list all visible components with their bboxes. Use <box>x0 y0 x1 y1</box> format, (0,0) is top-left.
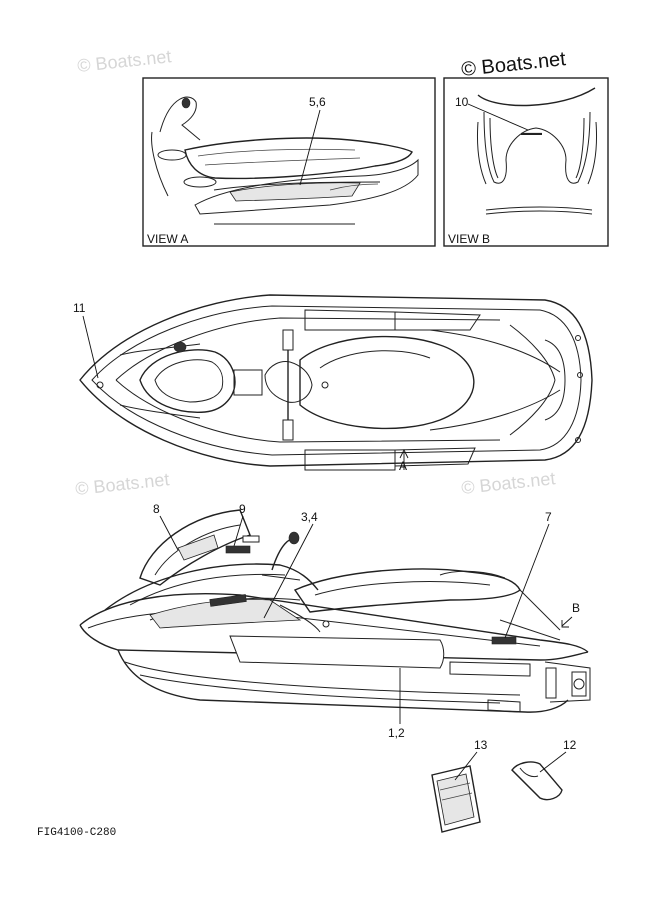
arrow-a-label: A <box>399 459 407 473</box>
figure-code: FIG4100-C280 <box>37 827 116 839</box>
leader-9 <box>233 515 244 547</box>
leader-11 <box>82 315 99 379</box>
view-a-panel: 5,6 VIEW A <box>142 77 436 247</box>
view-a-frame <box>142 77 436 247</box>
view-a-arrow <box>399 448 409 470</box>
part-13-decal-sheet: 13 <box>431 738 488 833</box>
part-12-case: 12 <box>511 738 577 801</box>
arrow-b-label: B <box>572 601 580 615</box>
view-b-label: VIEW B <box>448 232 490 246</box>
callout-12[interactable]: 12 <box>563 738 577 752</box>
callout-9[interactable]: 9 <box>239 502 246 516</box>
side-view-hull: 8 9 3,4 7 1,2 B <box>79 502 591 740</box>
callout-10[interactable]: 10 <box>455 95 469 109</box>
leader-8 <box>159 515 179 551</box>
watermark-mid-left: © Boats.net <box>74 469 170 499</box>
callout-5-6[interactable]: 5,6 <box>309 95 326 109</box>
view-a-label: VIEW A <box>147 232 188 246</box>
watermark-top-right: © Boats.net <box>460 48 567 81</box>
view-b-brand-mark: ▬▬▬ <box>521 130 542 137</box>
leader-3-4 <box>263 523 314 619</box>
watermark-mid-right: © Boats.net <box>460 468 556 498</box>
view-b-frame <box>443 77 609 247</box>
view-b-panel: ▬▬▬ 10 VIEW B <box>443 77 609 247</box>
watermark-top-left: © Boats.net <box>76 46 172 76</box>
leader-5-6 <box>299 109 321 186</box>
leader-13 <box>454 751 478 781</box>
top-view-hull: 11 A <box>73 294 593 473</box>
leader-7 <box>504 523 550 639</box>
leader-10 <box>467 103 529 131</box>
callout-3-4[interactable]: 3,4 <box>301 510 318 524</box>
callout-11[interactable]: 11 <box>73 301 86 315</box>
view-b-arrow <box>561 616 573 628</box>
leader-12 <box>539 751 567 773</box>
callout-7[interactable]: 7 <box>545 510 552 524</box>
callout-13[interactable]: 13 <box>474 738 488 752</box>
callout-1-2[interactable]: 1,2 <box>388 726 405 740</box>
callout-8[interactable]: 8 <box>153 502 160 516</box>
